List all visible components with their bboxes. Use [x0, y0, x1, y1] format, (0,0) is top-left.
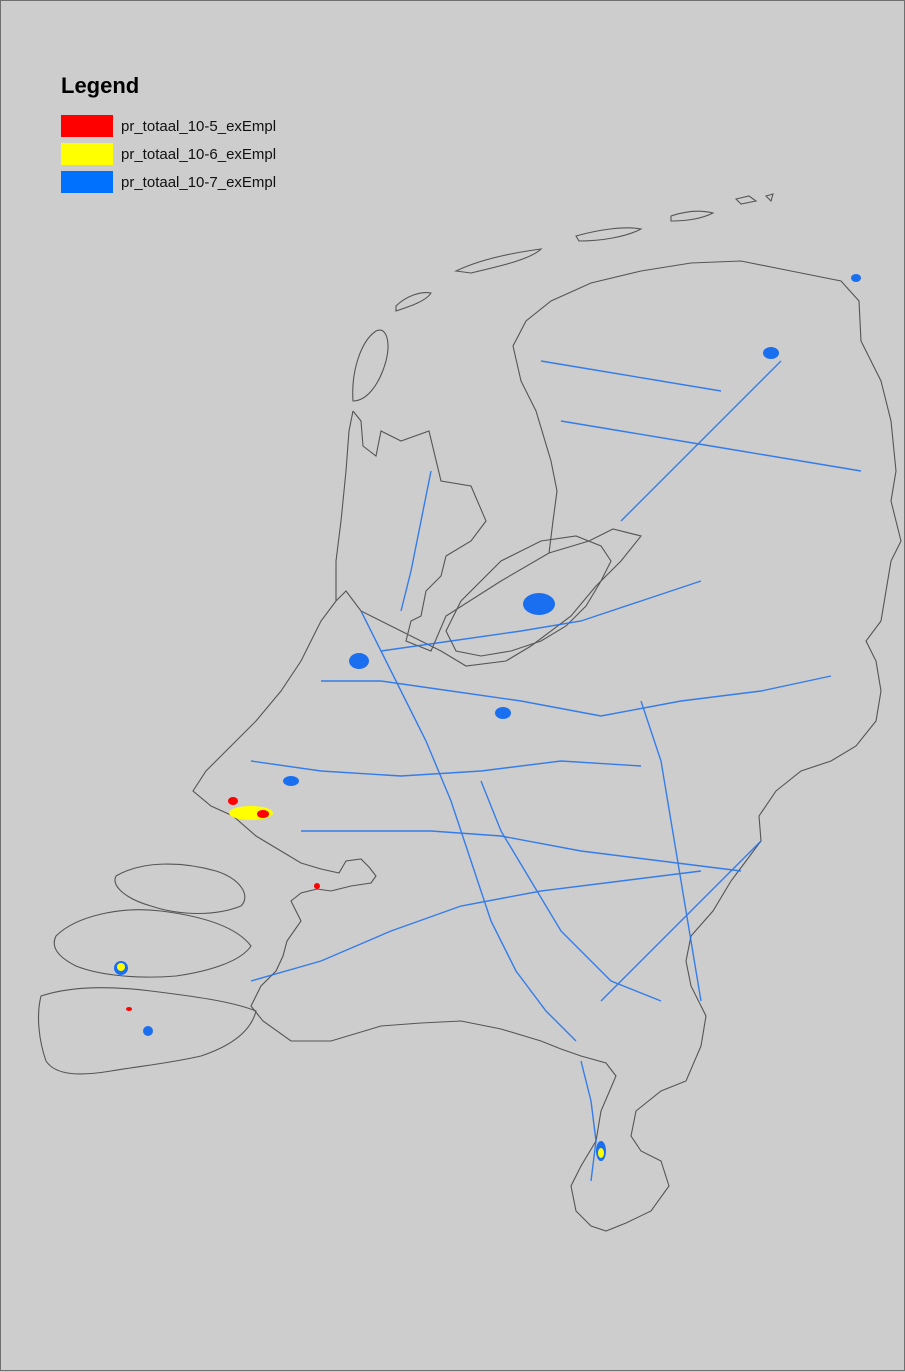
noord-holland-tip — [335, 410, 354, 601]
zeeland-spot-2 — [143, 1026, 153, 1036]
rijnmond-red-2 — [257, 810, 269, 818]
zeeuws-vlaanderen — [37, 987, 257, 1075]
legend-item-10-5: pr_totaal_10-5_exEmpl — [61, 115, 276, 137]
legend-item-10-7: pr_totaal_10-7_exEmpl — [61, 171, 276, 193]
zeeland-red — [126, 1007, 132, 1011]
vlieland — [395, 292, 432, 312]
eemshaven-spot — [851, 274, 861, 282]
terschelling — [454, 248, 543, 274]
moerdijk-red — [314, 883, 320, 889]
small-island-2 — [764, 193, 774, 203]
risk-spots-10-5 — [126, 797, 320, 1011]
legend-swatch-blue — [61, 171, 113, 193]
flevoland-outline — [445, 535, 612, 657]
risk-spots-10-7 — [114, 274, 861, 1161]
limburg-yellow — [598, 1148, 604, 1158]
utrecht-spot — [495, 707, 511, 719]
zeeland-middle — [53, 909, 252, 978]
groningen-spot — [763, 347, 779, 359]
small-island-1 — [734, 195, 758, 205]
ameland — [575, 227, 643, 242]
flevoland-hotspot — [523, 593, 555, 615]
risk-contours-10-7 — [250, 360, 862, 1182]
legend-label-10-5: pr_totaal_10-5_exEmpl — [121, 117, 277, 135]
legend-title: Legend — [61, 73, 140, 98]
legend-label-10-7: pr_totaal_10-7_exEmpl — [121, 173, 277, 191]
legend-item-10-6: pr_totaal_10-6_exEmpl — [61, 143, 276, 165]
land-outline — [37, 193, 902, 1232]
legend-swatch-yellow — [61, 143, 113, 165]
mainland-outline — [192, 260, 902, 1232]
schiermonnikoog — [670, 210, 715, 222]
zeeland-north — [114, 863, 246, 915]
texel — [352, 329, 389, 402]
rotterdam-spot — [283, 776, 299, 786]
legend-swatch-red — [61, 115, 113, 137]
legend: Legend pr_totaal_10-5_exEmpl pr_totaal_1… — [61, 73, 276, 199]
rijnmond-red-1 — [228, 797, 238, 805]
legend-label-10-6: pr_totaal_10-6_exEmpl — [121, 145, 277, 163]
zeeland-yellow — [117, 963, 125, 971]
airport-hotspot — [349, 653, 369, 669]
